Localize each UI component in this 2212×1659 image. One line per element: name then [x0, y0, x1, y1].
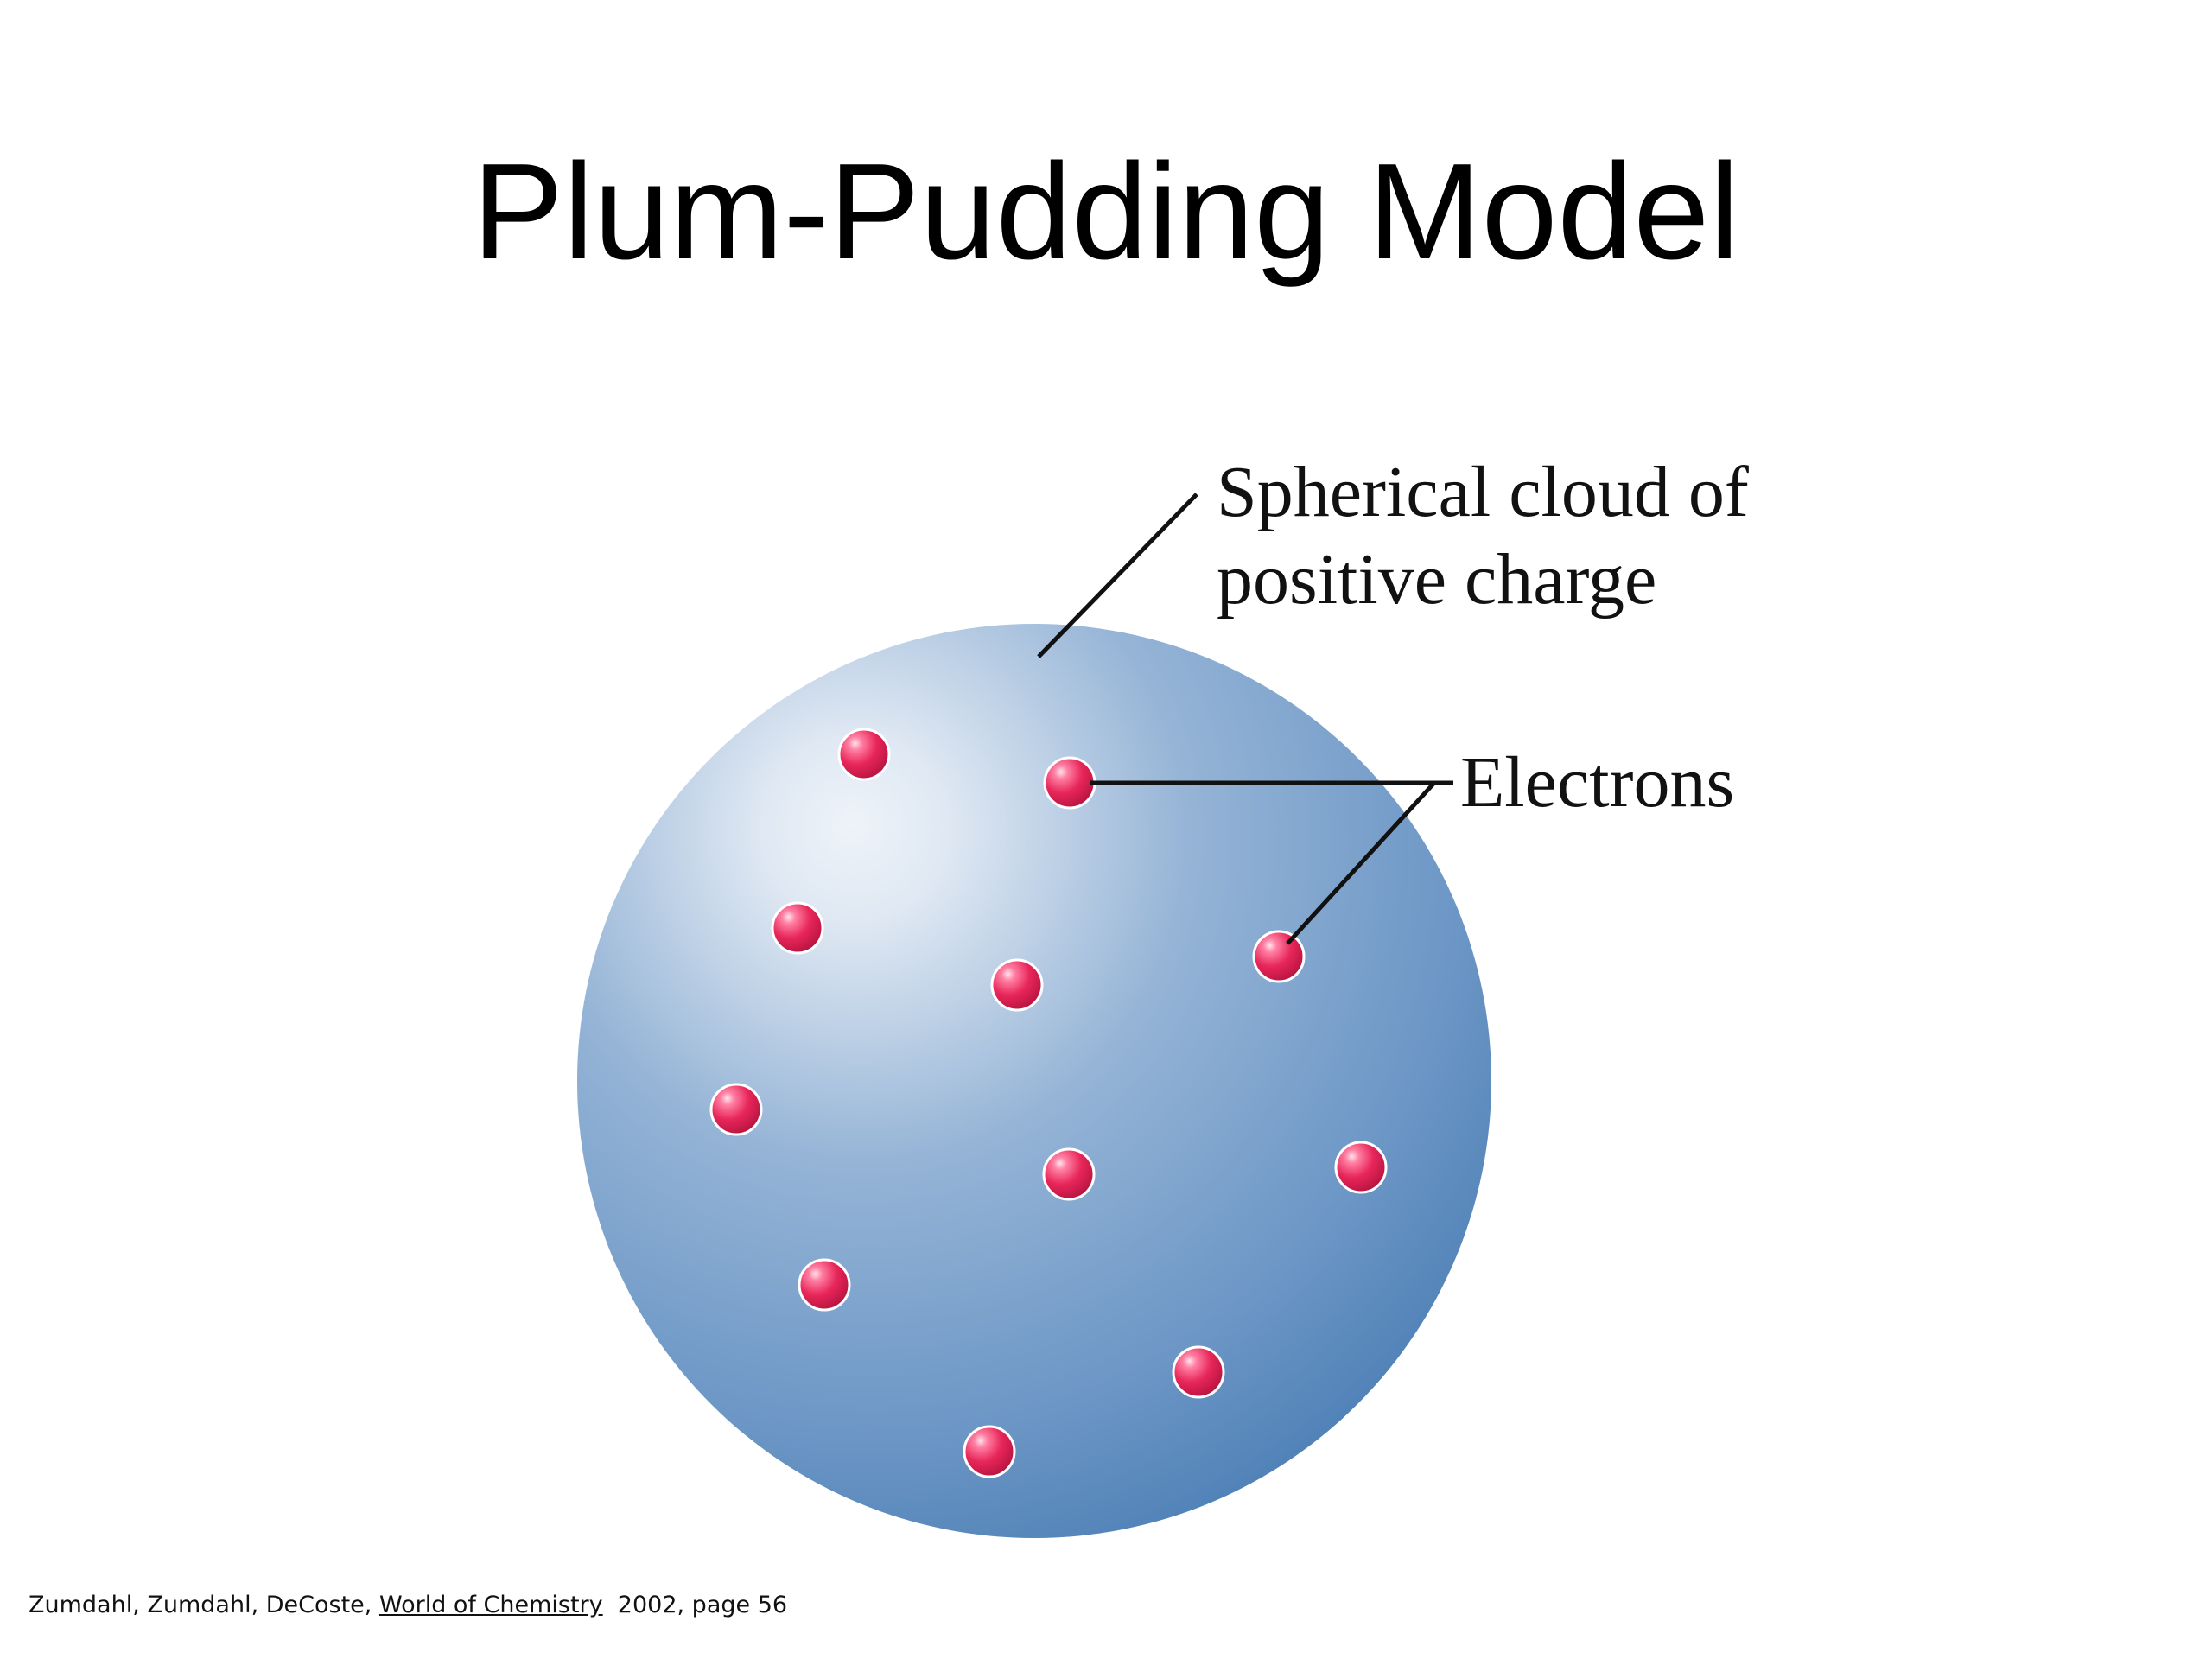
- electron: [1172, 1345, 1225, 1399]
- slide-title: Plum-Pudding Model: [472, 136, 1740, 288]
- positive-charge-sphere: [577, 624, 1491, 1538]
- electrons-label: Electrons: [1460, 742, 1734, 823]
- electron: [990, 958, 1044, 1012]
- electron: [771, 901, 824, 955]
- citation-book-title: World of Chemistry: [378, 1592, 603, 1618]
- cloud-leader-line: [1037, 493, 1198, 658]
- electrons-group: [709, 728, 1388, 1478]
- cloud-label-line2: positive charge: [1217, 539, 1656, 620]
- electron: [837, 728, 891, 781]
- electron: [798, 1258, 851, 1312]
- electron: [1334, 1141, 1388, 1194]
- electron: [1043, 756, 1096, 810]
- electron: [963, 1425, 1016, 1478]
- citation-details: 2002, page 56: [602, 1592, 788, 1618]
- citation: Zumdahl, Zumdahl, DeCoste, World of Chem…: [29, 1592, 787, 1618]
- electron: [709, 1083, 763, 1136]
- citation-authors: Zumdahl, Zumdahl, DeCoste,: [29, 1592, 379, 1618]
- electron: [1042, 1147, 1096, 1201]
- electron: [1252, 930, 1306, 983]
- cloud-label-line1: Spherical cloud of: [1217, 452, 1749, 532]
